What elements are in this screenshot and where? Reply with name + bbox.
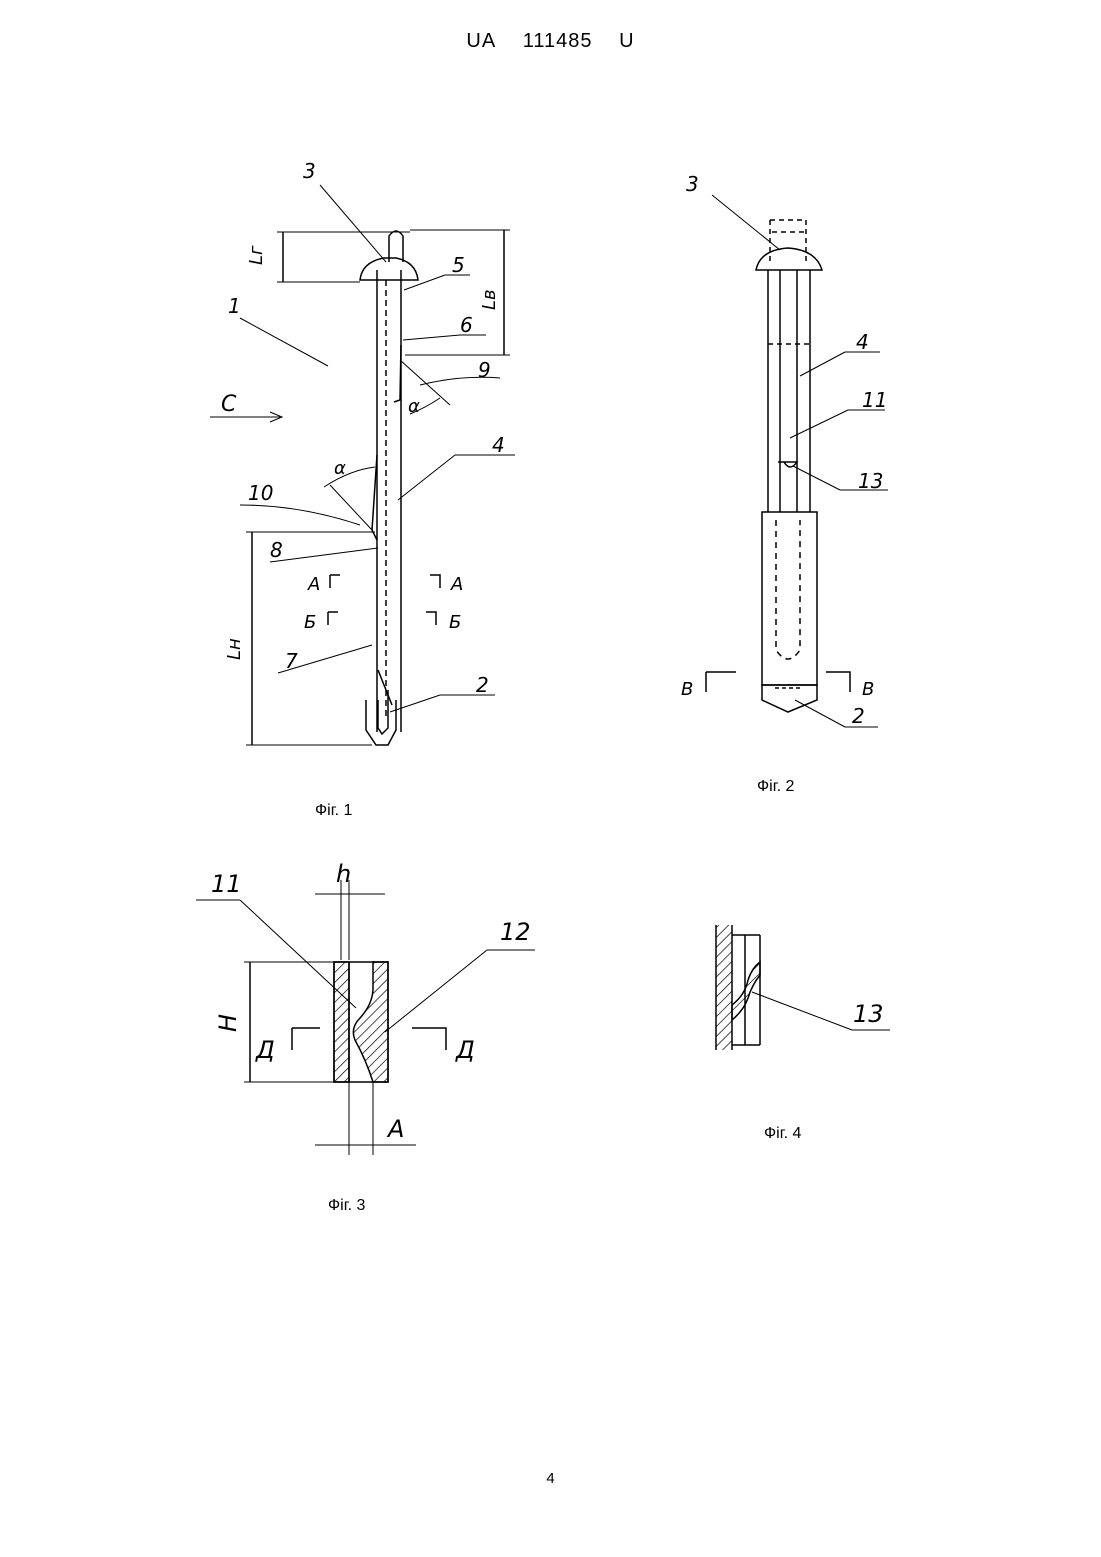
svg-text:В: В	[681, 679, 693, 700]
figure-4-caption: Фіг. 4	[764, 1125, 801, 1143]
figure-1-labels: 3 1 5 6 9 C 4 10 8 7 2 α α Lг Lв Lн А А …	[221, 159, 505, 697]
svg-text:α: α	[408, 396, 420, 417]
svg-text:Lн: Lн	[224, 638, 245, 660]
svg-text:11: 11	[862, 388, 887, 412]
svg-text:7: 7	[285, 649, 298, 673]
svg-text:А: А	[450, 574, 463, 595]
svg-text:4: 4	[492, 433, 505, 457]
figure-1-caption: Фіг. 1	[315, 802, 352, 820]
svg-text:5: 5	[452, 253, 465, 277]
svg-text:Д: Д	[255, 1036, 275, 1064]
svg-text:2: 2	[852, 704, 865, 728]
svg-text:10: 10	[248, 481, 273, 505]
svg-text:α: α	[334, 458, 346, 479]
svg-text:11: 11	[211, 870, 242, 898]
svg-text:Д: Д	[455, 1036, 475, 1064]
figure-4-drawing	[716, 925, 890, 1050]
svg-text:A: A	[386, 1115, 404, 1143]
svg-text:1: 1	[228, 294, 241, 318]
svg-text:Lг: Lг	[246, 245, 267, 265]
svg-text:А: А	[307, 574, 320, 595]
figure-2-labels: 3 4 11 13 2 В В	[681, 172, 887, 728]
svg-text:9: 9	[478, 358, 491, 382]
figure-1-drawing	[210, 185, 515, 745]
svg-text:2: 2	[476, 673, 489, 697]
svg-text:H: H	[214, 1014, 242, 1032]
svg-text:3: 3	[686, 172, 699, 196]
svg-text:C: C	[221, 392, 237, 417]
figure-3-drawing	[196, 880, 535, 1155]
figure-4-labels: 13	[853, 1000, 884, 1028]
svg-text:Б: Б	[304, 612, 316, 633]
svg-text:h: h	[336, 860, 351, 888]
figure-2-caption: Фіг. 2	[757, 778, 794, 796]
svg-text:13: 13	[858, 469, 883, 493]
svg-text:6: 6	[460, 313, 473, 337]
svg-text:3: 3	[303, 159, 316, 183]
svg-text:8: 8	[270, 538, 283, 562]
svg-text:В: В	[862, 679, 874, 700]
svg-text:4: 4	[856, 330, 869, 354]
svg-text:12: 12	[500, 918, 531, 946]
svg-text:Б: Б	[449, 612, 461, 633]
figure-3-caption: Фіг. 3	[328, 1197, 365, 1215]
svg-text:Lв: Lв	[479, 289, 500, 310]
figure-2-drawing	[706, 195, 888, 727]
page-number: 4	[0, 1470, 1101, 1487]
svg-text:13: 13	[853, 1000, 884, 1028]
